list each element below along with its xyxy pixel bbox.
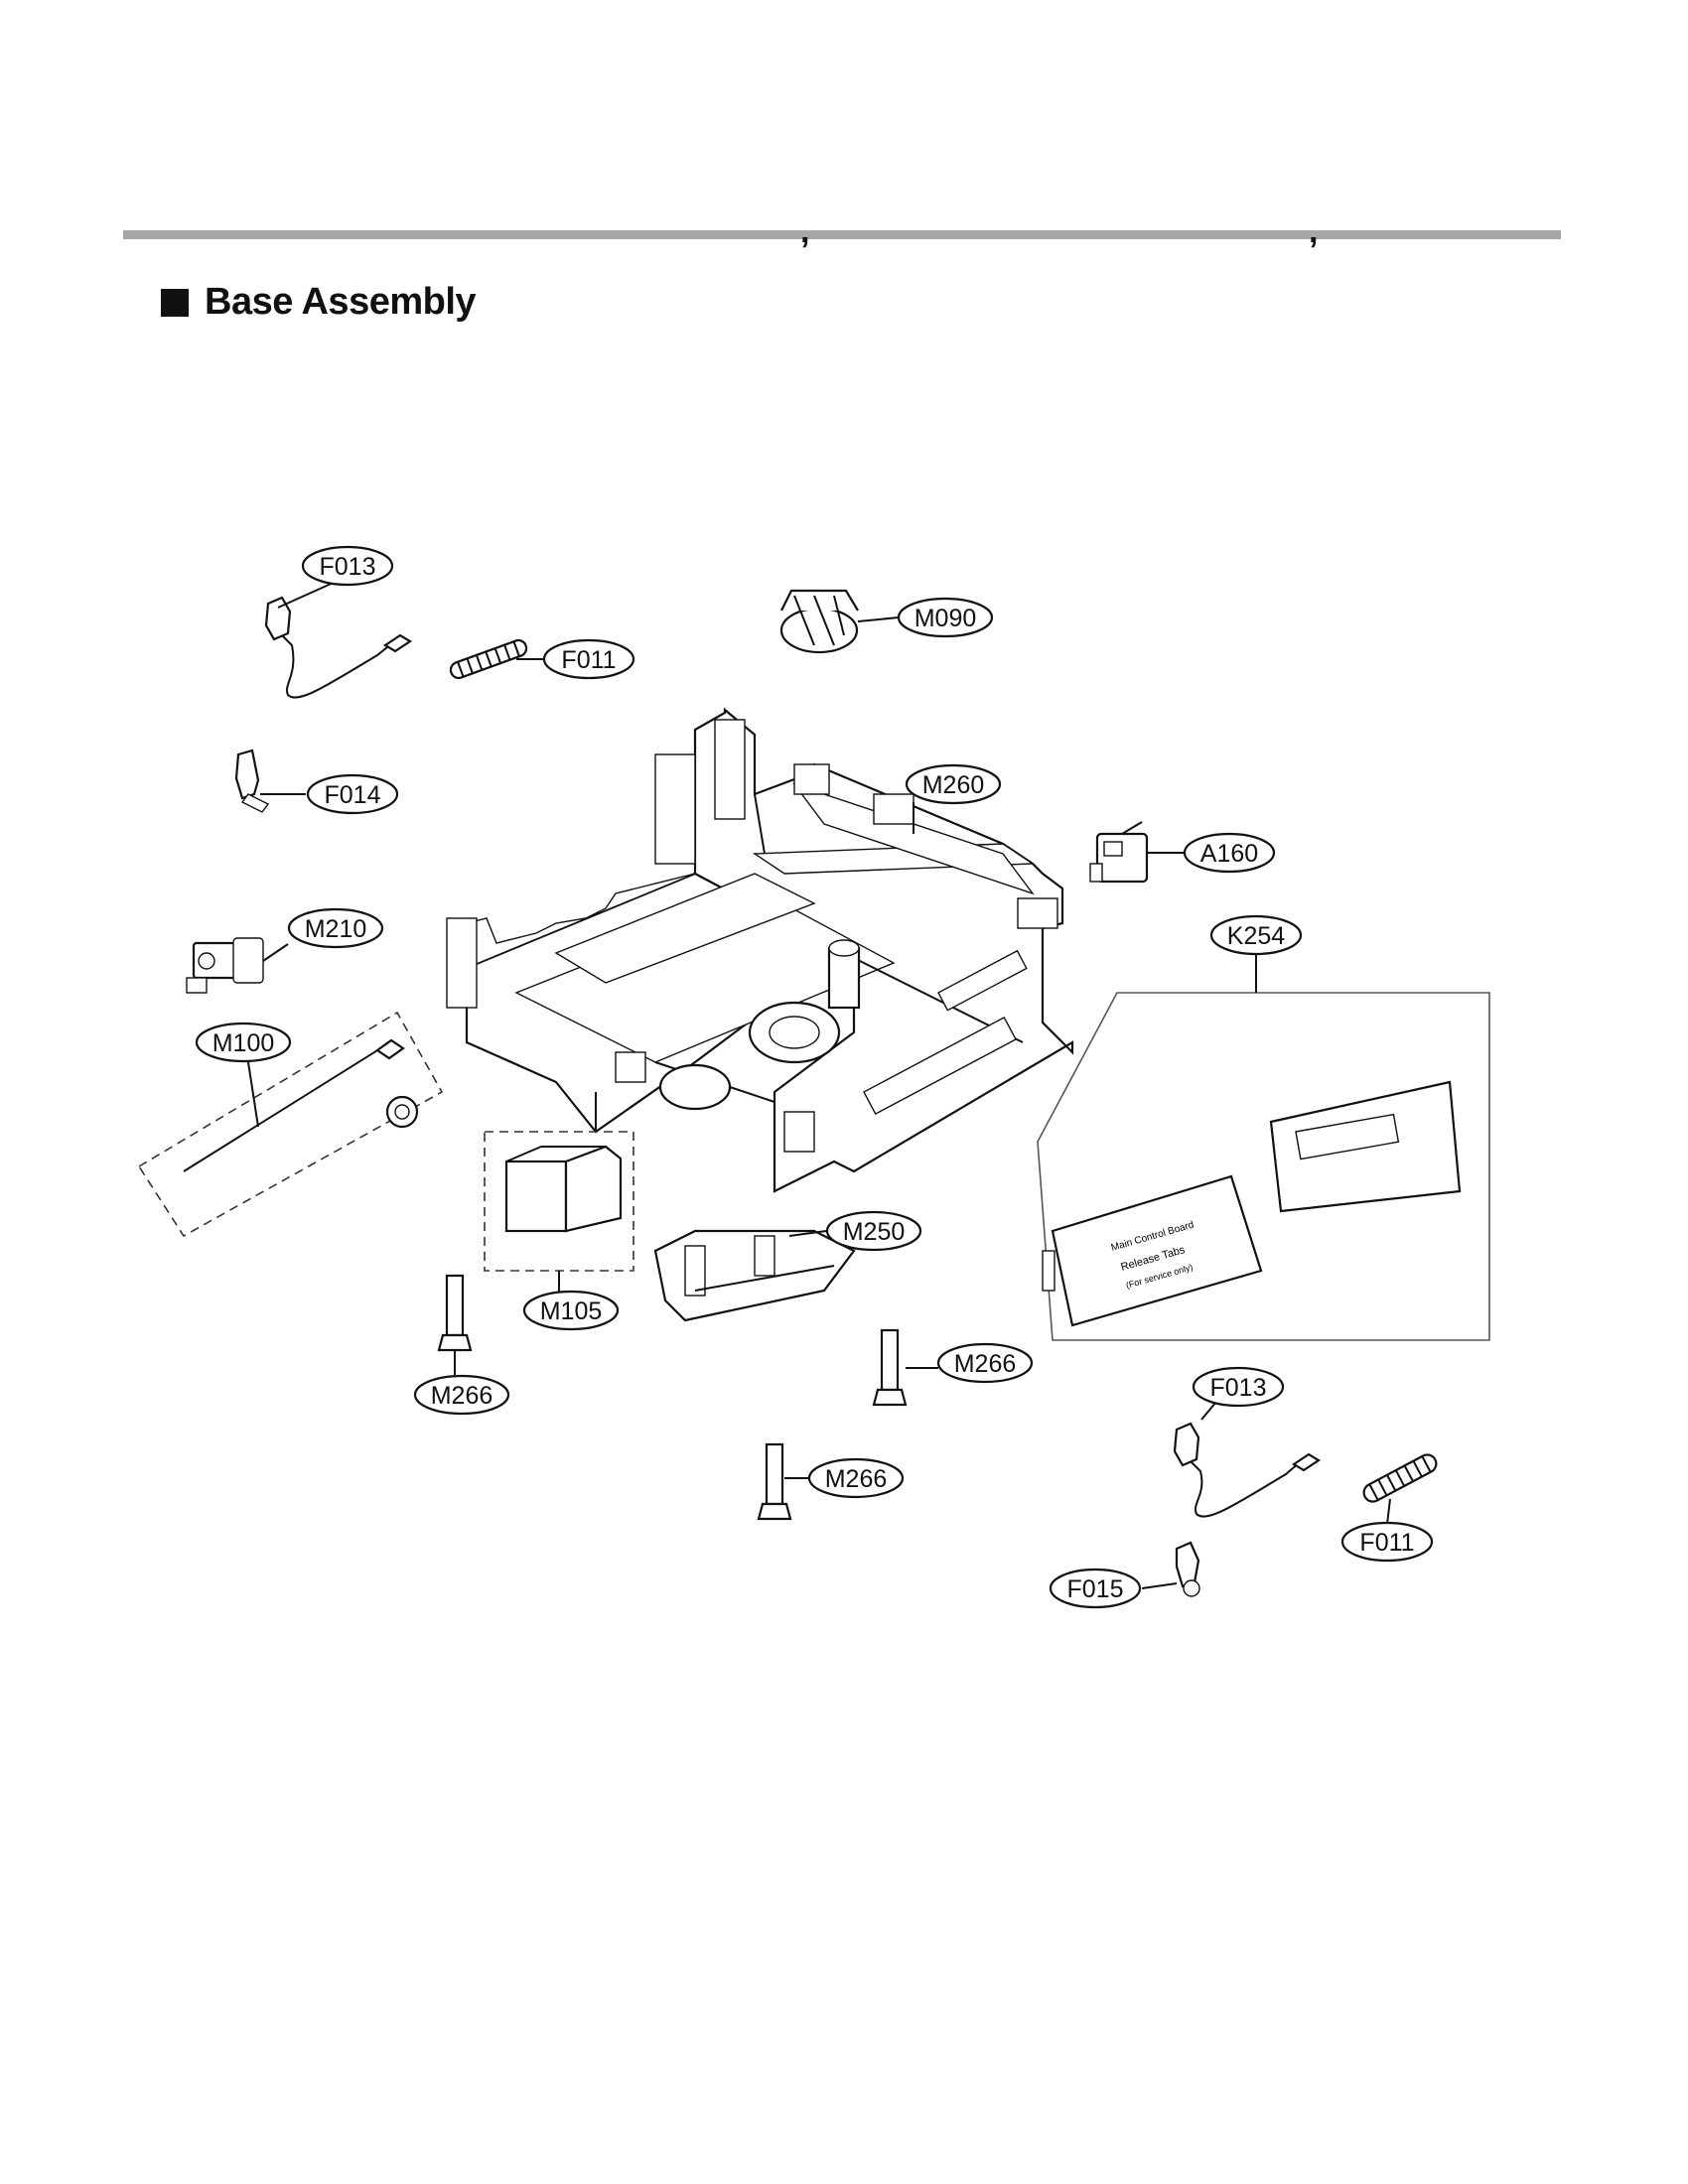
m250-bracket-part [653,1229,856,1322]
m105-kit-box [484,1131,634,1272]
callout-M266-bottom: M266 [807,1457,905,1499]
square-bullet-icon [161,288,189,317]
header-rule [123,230,1561,239]
callout-M090: M090 [897,597,994,638]
svg-text:M266: M266 [825,1465,888,1493]
callout-F013-top: F013 [301,545,394,587]
f015-clip-part [1175,1541,1200,1597]
m266-screw-part [437,1274,473,1352]
callout-M100: M100 [195,1022,292,1063]
callout-M260: M260 [905,763,1002,805]
m210-valve-part [186,937,264,994]
callout-A160: A160 [1183,832,1276,874]
svg-text:M260: M260 [922,771,985,799]
m266-screw-part [872,1328,908,1407]
svg-text:M266: M266 [954,1350,1017,1378]
svg-text:M266: M266 [431,1382,493,1410]
svg-text:F011: F011 [1359,1529,1414,1557]
callout-K254: K254 [1209,914,1303,956]
f011-spring-part [449,638,528,680]
callout-F015: F015 [1049,1568,1142,1609]
f013-sensor-part [264,596,413,699]
m100-kit-box [137,1011,444,1238]
callout-F011-top: F011 [542,638,635,680]
callout-M266-right: M266 [936,1342,1034,1384]
svg-text:F013: F013 [320,553,376,581]
svg-text:M105: M105 [540,1297,603,1325]
f011-spring-part [1362,1453,1438,1503]
base-frame-part [446,707,1074,1193]
header-tick-mark: , [800,212,810,250]
callout-F014: F014 [306,773,399,815]
svg-text:F013: F013 [1210,1374,1267,1402]
svg-text:F014: F014 [325,781,381,809]
page-title: Base Assembly [205,281,477,323]
svg-text:A160: A160 [1200,840,1258,868]
callout-F011-bottom: F011 [1340,1521,1434,1563]
svg-text:M210: M210 [305,915,367,943]
header-tick-mark: , [1309,212,1319,250]
svg-text:F011: F011 [561,646,616,674]
svg-text:M250: M250 [843,1218,906,1246]
callout-M266-left: M266 [413,1374,510,1416]
m090-cap-part [779,589,859,654]
svg-text:M090: M090 [914,605,977,632]
f014-clip-part [234,749,270,813]
a160-switch-part [1089,821,1149,884]
k254-kit-box: Main Control Board Release Tabs (For ser… [1037,992,1490,1341]
callout-M250: M250 [825,1210,922,1252]
svg-text:F015: F015 [1067,1575,1124,1603]
svg-text:M100: M100 [212,1029,275,1057]
leader-lines [247,580,1391,1589]
section-header: Base Assembly [161,281,477,324]
callout-M210: M210 [287,907,384,949]
callout-F013-bottom: F013 [1192,1366,1285,1408]
svg-text:K254: K254 [1227,922,1285,950]
f013-sensor-part [1173,1422,1322,1518]
m266-screw-part [757,1442,792,1521]
callout-M105: M105 [522,1290,620,1331]
